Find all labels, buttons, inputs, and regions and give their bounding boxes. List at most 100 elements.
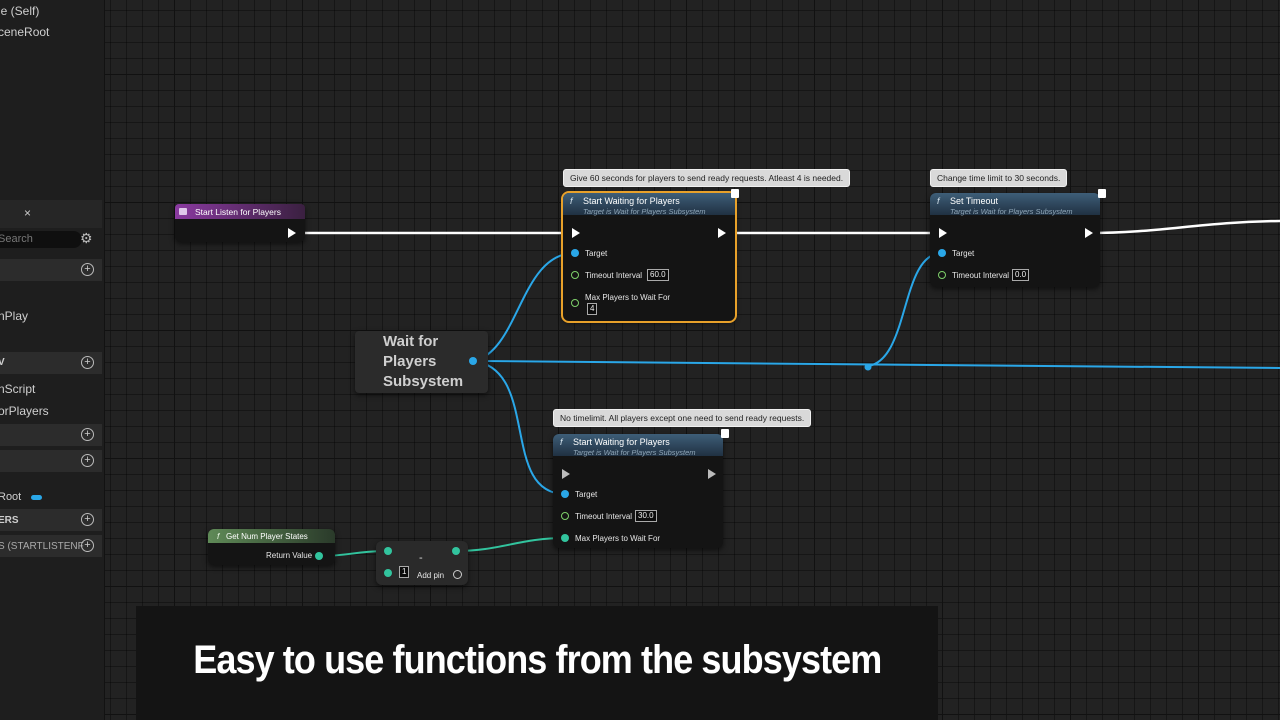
pin-label: Target — [585, 249, 608, 258]
comment-icon[interactable] — [1098, 189, 1106, 198]
timeout-pin[interactable] — [938, 271, 946, 279]
exec-out-pin[interactable] — [1085, 228, 1093, 238]
pin-label: Timeout Interval — [585, 271, 643, 280]
dispatcher-item[interactable]: S (STARTLISTENF + — [0, 535, 102, 557]
set-timeout-node[interactable]: f Set Timeout Target is Wait for Players… — [930, 193, 1100, 287]
subtract-node[interactable]: - 1 Add pin — [376, 541, 468, 585]
node-header: f Start Waiting for Players Target is Wa… — [553, 434, 723, 457]
timeout-value-field[interactable]: 30.0 — [635, 510, 657, 522]
output-pin[interactable] — [452, 547, 460, 555]
video-caption: Easy to use functions from the subsystem — [136, 606, 938, 720]
event-icon — [179, 208, 187, 215]
caption-text: Easy to use functions from the subsystem — [192, 638, 882, 682]
event-header: Start Listen for Players — [175, 204, 305, 219]
subsystem-getter-node[interactable]: Wait for Players Subsystem — [355, 331, 488, 393]
add-pin-label[interactable]: Add pin — [417, 571, 445, 580]
node-header: f Get Num Player States — [208, 529, 335, 543]
node-subtitle: Target is Wait for Players Subsystem — [950, 207, 1073, 216]
node-subtitle: Target is Wait for Players Subsystem — [583, 207, 706, 216]
exec-wire — [1088, 219, 1280, 235]
input-b-value-field[interactable]: 1 — [399, 566, 410, 578]
node-title: Get Num Player States — [226, 532, 308, 541]
subsystem-out-pin[interactable] — [469, 357, 477, 365]
add-pin-icon[interactable] — [453, 570, 462, 579]
function-icon: f — [217, 531, 220, 541]
timeout-value-field[interactable]: 0.0 — [1012, 269, 1030, 281]
comment-bubble[interactable]: Give 60 seconds for players to send read… — [563, 169, 851, 187]
timeout-pin[interactable] — [561, 512, 569, 520]
pin-label: Timeout Interval — [575, 512, 633, 521]
max-players-value-field[interactable]: 4 — [587, 303, 598, 315]
node-title: Start Waiting for Players — [583, 196, 680, 206]
start-waiting-node-2[interactable]: f Start Waiting for Players Target is Wa… — [553, 434, 723, 548]
variables-section[interactable]: + — [0, 450, 102, 472]
max-players-pin[interactable] — [561, 534, 569, 542]
start-listen-event-node[interactable]: Start Listen for Players — [175, 204, 305, 242]
event-graph-canvas[interactable] — [104, 0, 1280, 720]
construction-script-item[interactable]: nScript — [0, 382, 36, 396]
pin-label: Target — [952, 249, 975, 258]
operator-label: - — [419, 552, 423, 564]
gear-icon[interactable]: ⚙ — [80, 230, 93, 246]
add-macro-icon[interactable]: + — [81, 428, 94, 441]
exec-in-pin[interactable] — [572, 228, 580, 238]
function-icon: f — [937, 196, 940, 206]
scene-root-component[interactable]: ceneRoot — [0, 25, 50, 39]
functions-section[interactable]: V + — [0, 352, 102, 374]
get-num-player-states-node[interactable]: f Get Num Player States Return Value — [208, 529, 335, 565]
add-dispatcher-icon[interactable]: + — [81, 513, 94, 526]
comment-bubble[interactable]: No timelimit. All players except one nee… — [553, 409, 812, 427]
reroute-node[interactable] — [864, 363, 872, 371]
self-component[interactable]: le (Self) — [0, 4, 40, 18]
object-type-pill — [31, 495, 42, 500]
input-a-pin[interactable] — [384, 547, 392, 555]
function-icon: f — [570, 196, 573, 206]
node-header: f Start Waiting for Players Target is Wa… — [563, 193, 735, 216]
begin-play-item[interactable]: nPlay — [0, 309, 29, 323]
pin-label: Timeout Interval — [952, 271, 1010, 280]
exec-in-pin[interactable] — [562, 469, 570, 479]
pin-label: Max Players to Wait For — [575, 534, 661, 543]
add-function-icon[interactable]: + — [81, 356, 94, 369]
timeout-value-field[interactable]: 60.0 — [647, 269, 669, 281]
target-pin[interactable] — [571, 249, 579, 257]
object-wire — [473, 360, 566, 495]
return-value-pin[interactable] — [315, 552, 323, 560]
exec-out-pin[interactable] — [288, 228, 296, 238]
target-pin[interactable] — [561, 490, 569, 498]
add-dispatcher-item-icon[interactable]: + — [81, 539, 94, 552]
object-wire — [473, 360, 1280, 369]
object-wire — [473, 252, 576, 362]
for-players-item[interactable]: orPlayers — [0, 404, 49, 418]
exec-in-pin[interactable] — [939, 228, 947, 238]
max-players-pin[interactable] — [571, 299, 579, 307]
pin-label: Target — [575, 490, 598, 499]
comment-icon[interactable] — [721, 429, 729, 438]
exec-out-pin[interactable] — [718, 228, 726, 238]
int-wire — [455, 537, 566, 552]
node-header: f Set Timeout Target is Wait for Players… — [930, 193, 1100, 216]
graphs-section[interactable]: + — [0, 259, 102, 281]
exec-out-pin[interactable] — [708, 469, 716, 479]
comment-bubble[interactable]: Change time limit to 30 seconds. — [930, 169, 1068, 187]
pin-label: Max Players to Wait For — [585, 293, 671, 302]
node-subtitle: Target is Wait for Players Subsystem — [573, 448, 696, 457]
my-blueprint-tab: × — [0, 200, 102, 228]
comment-icon[interactable] — [731, 189, 739, 198]
dispatchers-section[interactable]: ERS + — [0, 509, 102, 531]
macros-section[interactable]: + — [0, 424, 102, 446]
target-pin[interactable] — [938, 249, 946, 257]
root-variable-item[interactable]: Root — [0, 491, 22, 503]
search-input[interactable]: Search — [0, 231, 82, 248]
pin-label: Return Value — [266, 551, 313, 560]
timeout-pin[interactable] — [571, 271, 579, 279]
input-b-pin[interactable] — [384, 569, 392, 577]
node-title: Start Waiting for Players — [573, 437, 670, 447]
add-graph-icon[interactable]: + — [81, 263, 94, 276]
start-waiting-node-1[interactable]: f Start Waiting for Players Target is Wa… — [561, 191, 737, 323]
close-icon[interactable]: × — [24, 206, 32, 220]
node-title: Wait for Players Subsystem — [383, 333, 464, 390]
add-variable-icon[interactable]: + — [81, 454, 94, 467]
components-panel: le (Self) ceneRoot × Search ⚙ + nPlay V … — [0, 0, 105, 720]
function-icon: f — [560, 437, 563, 447]
